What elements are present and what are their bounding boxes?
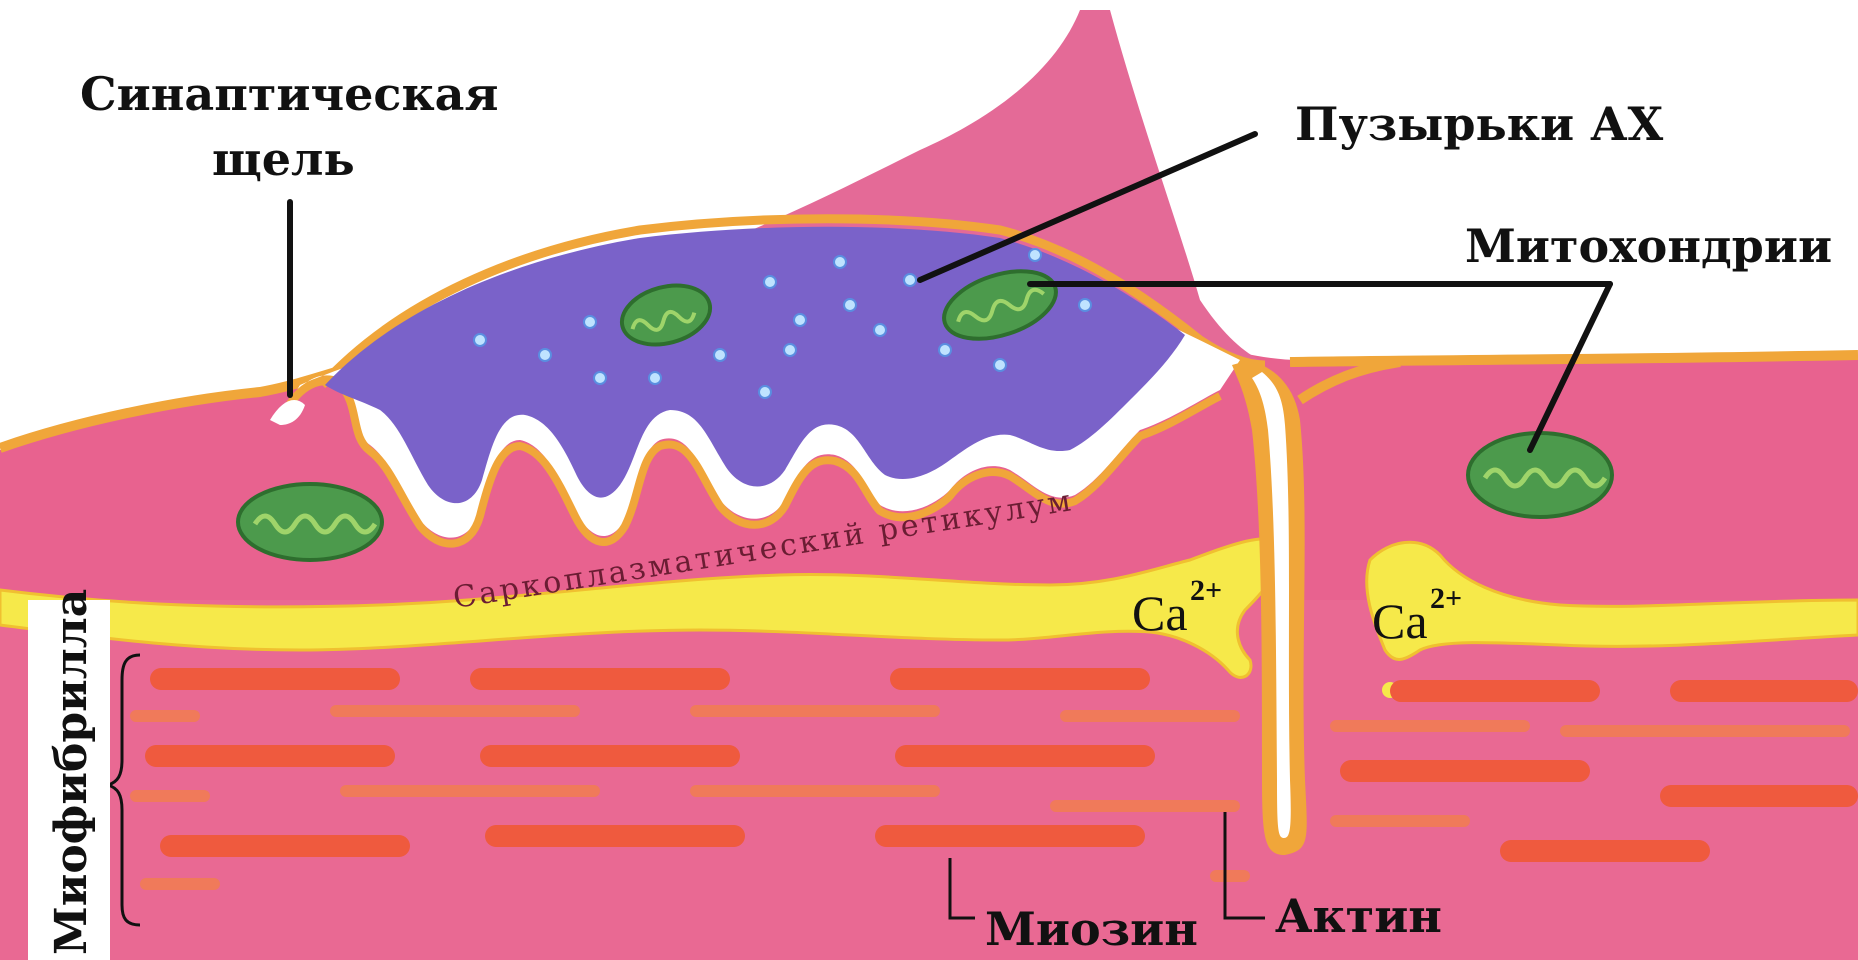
vesicle bbox=[714, 349, 726, 361]
calcium-ion-label-right: Ca bbox=[1372, 593, 1428, 649]
calcium-ion-label-left: Ca bbox=[1132, 585, 1188, 641]
vesicle bbox=[794, 314, 806, 326]
vesicle bbox=[1079, 299, 1091, 311]
calcium-ion-charge-right: 2+ bbox=[1430, 582, 1462, 615]
vesicle bbox=[834, 256, 846, 268]
vesicle bbox=[874, 324, 886, 336]
vesicle bbox=[649, 372, 661, 384]
mitochondria-label: Митохондрии bbox=[1465, 219, 1832, 273]
vesicle bbox=[584, 316, 596, 328]
mitochondrion bbox=[1468, 433, 1612, 517]
synaptic-cleft-label-line2: щель bbox=[212, 132, 355, 186]
vesicle bbox=[759, 386, 771, 398]
vesicle bbox=[939, 344, 951, 356]
vesicle bbox=[1029, 249, 1041, 261]
vesicle bbox=[784, 344, 796, 356]
myosin-label: Миозин bbox=[985, 902, 1198, 956]
vesicle bbox=[994, 359, 1006, 371]
vesicle bbox=[474, 334, 486, 346]
calcium-ion-charge-left: 2+ bbox=[1190, 574, 1222, 607]
mitochondrion bbox=[238, 484, 382, 560]
synaptic-cleft-label: Синаптическая bbox=[80, 67, 498, 121]
vesicle bbox=[844, 299, 856, 311]
vesicle bbox=[594, 372, 606, 384]
vesicle bbox=[904, 274, 916, 286]
actin-label: Актин bbox=[1275, 889, 1442, 943]
vesicle bbox=[764, 276, 776, 288]
ach-vesicles-label: Пузырьки АХ bbox=[1295, 97, 1664, 151]
myofibril-label: Миофибрилла bbox=[46, 589, 97, 955]
vesicle bbox=[539, 349, 551, 361]
